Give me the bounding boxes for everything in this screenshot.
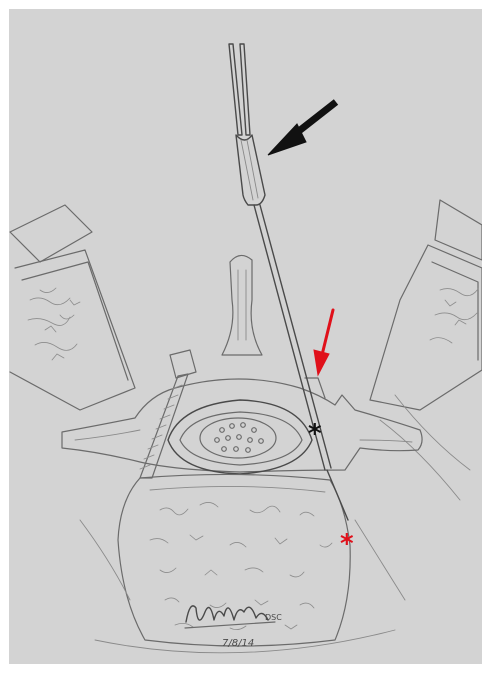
signature-date: 7/8/14 bbox=[222, 638, 254, 649]
black-arrow bbox=[268, 102, 336, 155]
sketch-frame: * * DSC 7/8/14 bbox=[9, 9, 482, 664]
artist-signature: DSC bbox=[185, 606, 282, 628]
red-asterisk-marker: * bbox=[340, 529, 354, 559]
spinous-process bbox=[222, 255, 262, 355]
right-retractor bbox=[370, 200, 482, 500]
surgical-sketch: * * DSC 7/8/14 bbox=[9, 9, 482, 664]
spinal-canal bbox=[168, 400, 312, 474]
red-arrow bbox=[314, 310, 333, 375]
vertebral-body bbox=[80, 474, 405, 652]
nerve-roots bbox=[215, 423, 264, 453]
black-asterisk-marker: * bbox=[308, 419, 322, 449]
svg-text:DSC: DSC bbox=[265, 613, 282, 622]
pedicle-screw bbox=[140, 350, 196, 478]
left-retractor bbox=[10, 205, 135, 410]
